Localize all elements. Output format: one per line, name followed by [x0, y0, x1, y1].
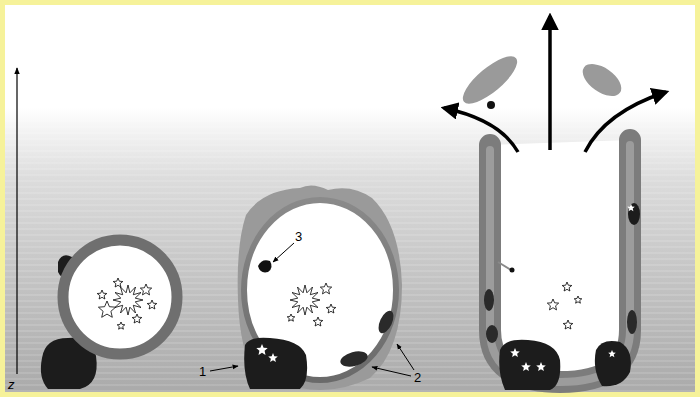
cloud-clump	[595, 341, 631, 386]
star-symbol	[510, 348, 520, 357]
cloud-clump	[339, 349, 370, 370]
callout-number: 1	[199, 364, 206, 379]
frame-border	[3, 3, 698, 395]
leader-line	[397, 344, 414, 370]
star-symbol	[290, 285, 320, 315]
star-symbol	[536, 362, 546, 371]
star-symbol	[320, 283, 331, 294]
callout-number: 3	[295, 229, 302, 244]
star-symbol	[256, 344, 267, 355]
cloud-clump	[486, 325, 498, 343]
background-stripes	[0, 120, 700, 397]
star-symbol	[147, 300, 157, 309]
axis-label: z	[8, 377, 15, 392]
star-symbol	[313, 317, 323, 326]
star-symbol	[268, 353, 278, 362]
star-symbol	[574, 296, 582, 303]
outflow-arrow	[444, 108, 518, 152]
cloudlet-dot	[487, 101, 495, 109]
z-axis	[16, 68, 17, 374]
outflow-arrow	[548, 16, 552, 150]
cloud-clump	[627, 310, 637, 334]
cloudlet-dot	[510, 268, 515, 273]
star-symbol	[608, 350, 616, 357]
star-symbol	[562, 282, 572, 291]
cloud-clump	[375, 309, 396, 336]
bubble-shell	[63, 240, 177, 354]
cloud-clump	[258, 260, 272, 272]
star-symbol	[117, 322, 125, 329]
filament	[498, 262, 511, 270]
swept-shell	[238, 185, 402, 390]
star-symbol	[287, 314, 295, 321]
star-symbol	[326, 304, 336, 313]
star-group	[97, 204, 635, 371]
ejected-cloud	[456, 49, 524, 111]
star-symbol	[563, 320, 573, 329]
star-symbol	[140, 284, 151, 295]
callout-number: 2	[414, 370, 421, 385]
star-symbol	[113, 278, 123, 287]
cloud-clump	[484, 289, 494, 311]
leader-line	[372, 367, 411, 376]
star-symbol	[98, 301, 115, 317]
leader-line	[210, 366, 238, 371]
star-symbol	[132, 314, 142, 323]
cloud-clump	[628, 203, 640, 225]
star-symbol	[547, 299, 558, 310]
leader-line	[273, 243, 294, 262]
cloud-clump	[499, 340, 560, 390]
star-symbol	[113, 285, 143, 315]
star-symbol	[97, 290, 107, 299]
cloud-clump	[244, 338, 307, 389]
star-symbol	[521, 362, 531, 371]
star-symbol	[627, 204, 635, 211]
ejected-cloud	[577, 58, 627, 103]
outflow-arrow	[585, 92, 666, 152]
